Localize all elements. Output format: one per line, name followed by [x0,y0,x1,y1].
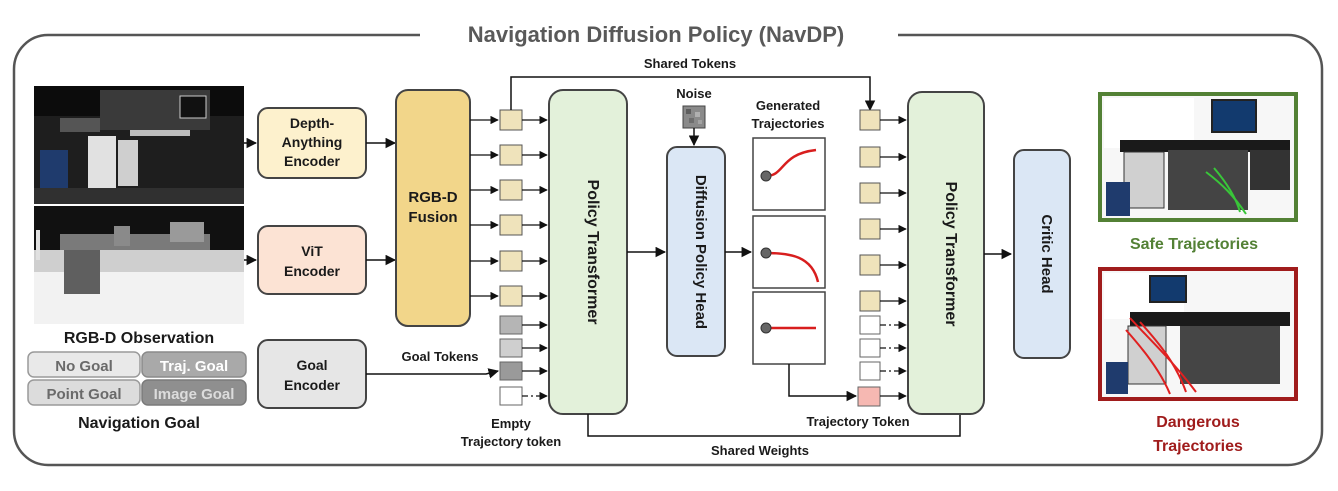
goal-option-image-goal: Image Goal [141,379,247,406]
right-token-column [857,109,907,407]
depth-anything-encoder: Depth- Anything Encoder [257,107,367,179]
diffusion-policy-head: Diffusion Policy Head [666,146,726,357]
svg-text:Anything: Anything [282,134,343,150]
noise-label: Noise [676,86,711,101]
critic-head: Critic Head [1013,149,1071,359]
trajectory-token-label: Trajectory Token [806,414,909,429]
empty-token-label-1: Empty [491,416,532,431]
svg-text:Image Goal: Image Goal [154,386,235,403]
goal-option-traj-goal: Traj. Goal [141,351,247,378]
svg-text:Encoder: Encoder [284,377,341,393]
trajectory-sample-1 [752,137,826,211]
goal-option-no-goal: No Goal [27,351,141,378]
dangerous-label-2: Trajectories [1153,438,1243,455]
goal-tokens-label: Goal Tokens [401,349,478,364]
dangerous-trajectories-image [1098,267,1298,401]
noise-patch [682,105,706,129]
svg-text:Fusion: Fusion [408,209,457,226]
navigation-goal-label: Navigation Goal [78,415,200,432]
generated-label-1: Generated [756,98,820,113]
vit-encoder: ViT Encoder [257,225,367,295]
left-token-column [470,109,548,406]
svg-text:Encoder: Encoder [284,153,341,169]
empty-token-label-2: Trajectory token [461,434,561,449]
svg-text:No Goal: No Goal [55,358,113,375]
svg-text:Diffusion Policy Head: Diffusion Policy Head [692,175,709,329]
rgbd-fusion-block: RGB-D Fusion [395,89,471,327]
safe-trajectories-image [1098,92,1298,222]
shared-weights-label: Shared Weights [711,443,809,458]
svg-text:Critic Head: Critic Head [1038,214,1055,293]
goal-encoder: Goal Encoder [257,339,367,409]
svg-text:Traj. Goal: Traj. Goal [160,358,228,375]
svg-text:Policy Transformer: Policy Transformer [584,180,601,325]
trajectory-sample-2 [752,215,826,289]
safe-trajectories-label: Safe Trajectories [1130,236,1258,253]
observation-label: RGB-D Observation [64,330,214,347]
svg-text:Goal: Goal [296,357,327,373]
diagram-title: Navigation Diffusion Policy (NavDP) [468,22,845,47]
shared-tokens-label: Shared Tokens [644,56,736,71]
dangerous-label-1: Dangerous [1156,414,1240,431]
policy-transformer-left: Policy Transformer [548,89,628,415]
generated-label-2: Trajectories [752,116,825,131]
goal-option-point-goal: Point Goal [27,379,141,406]
trajectory-sample-3 [752,291,826,365]
rgb-image [34,86,244,204]
svg-text:Encoder: Encoder [284,263,341,279]
svg-text:Policy Transformer: Policy Transformer [942,182,959,327]
svg-text:Depth-: Depth- [290,115,335,131]
policy-transformer-right: Policy Transformer [907,91,985,415]
svg-text:ViT: ViT [301,243,323,259]
depth-image [34,206,244,324]
svg-text:RGB-D: RGB-D [408,189,457,206]
svg-text:Point Goal: Point Goal [47,386,122,403]
